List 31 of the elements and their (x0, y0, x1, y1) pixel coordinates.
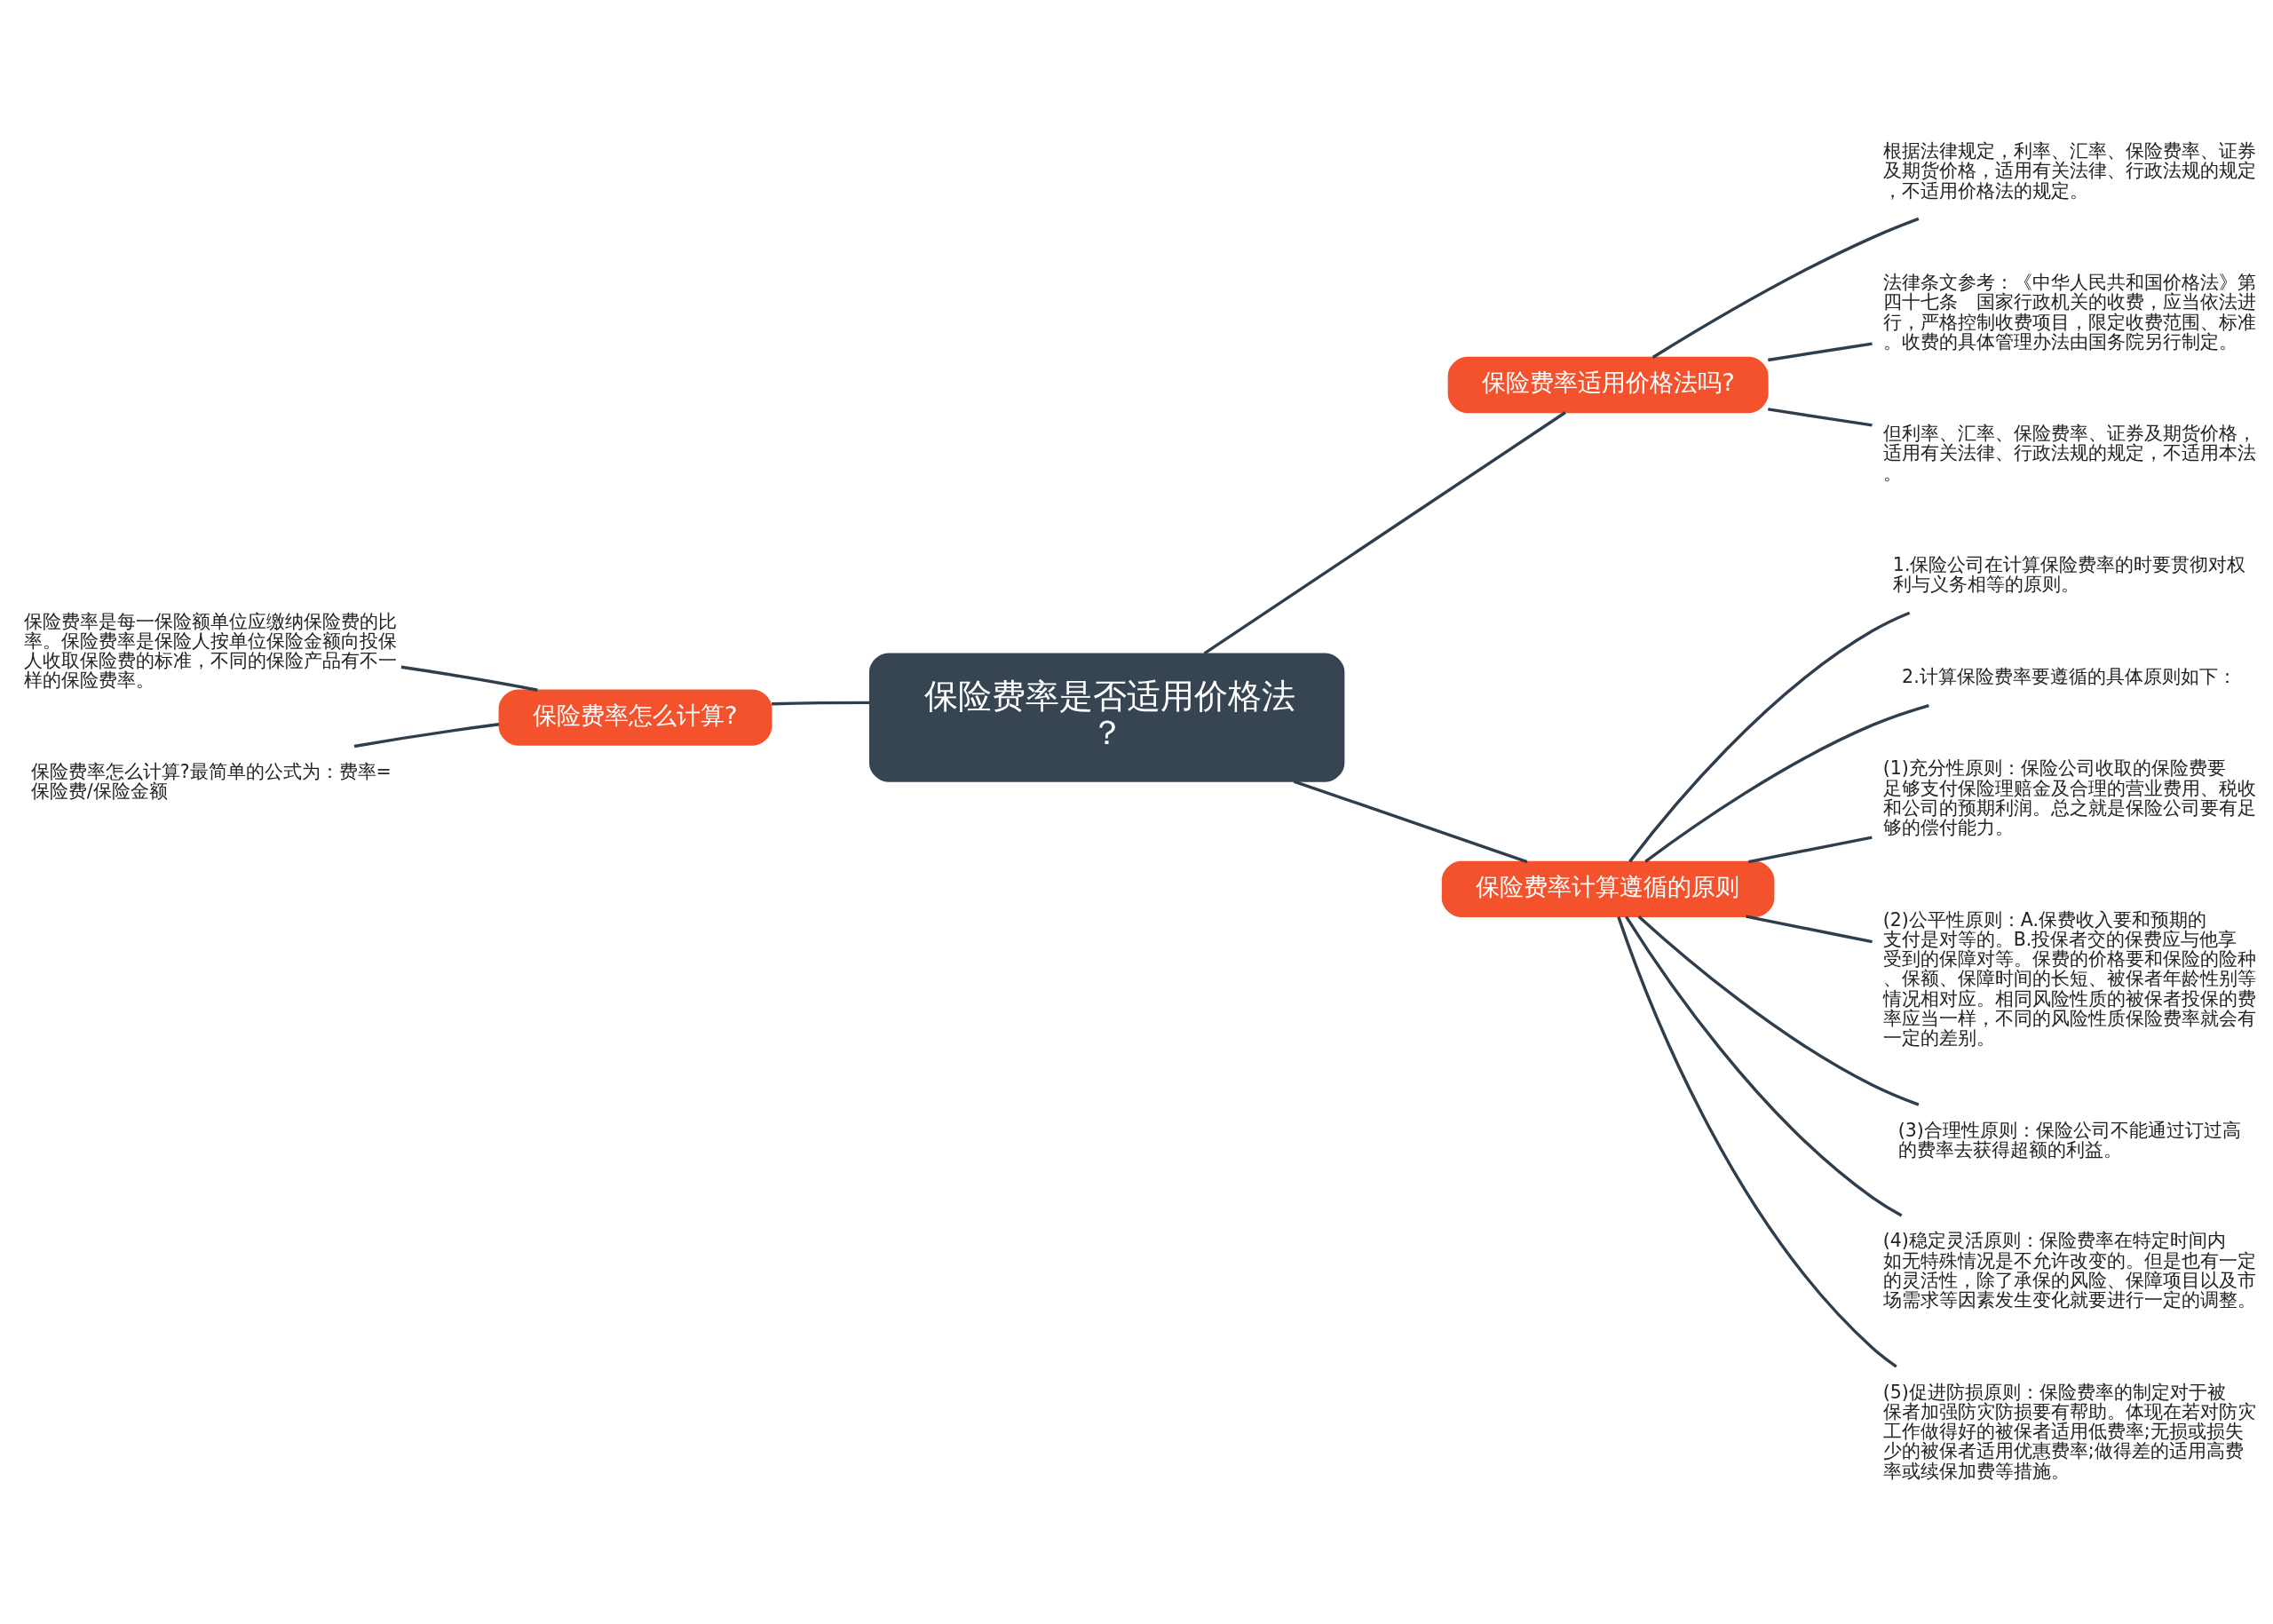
node-text: (5)促进防损原则：保险费率的制定对于被保者加强防灾防损要有帮助。体现在若对防灾工作做得好的被保者适用低费率;无损或损失少的被保者适用优惠费率;做得差的适用高费率或续保加费等措施。 (1882, 1381, 2256, 1482)
connector (1625, 915, 1903, 1217)
node-box: 保险费率是否适用价格法？ (868, 652, 1345, 782)
node-text: (4)稳定灵活原则：保险费率在特定时间内如无特殊情况是不允许改变的。但是也有一定的灵活性，除了承保的风险、保障项目以及市场需求等因素发生变化就要进行一定的调整。 (1882, 1229, 2256, 1311)
node-text: (1)充分性原则：保险公司收取的保险费要足够支付保险理赔金及合理的营业费用、税收和公司的预期利润。总之就是保险公司要有足够的偿付能力。 (1882, 757, 2256, 838)
node-text: (2)公平性原则：A.保费收入要和预期的支付是对等的。B.投保者交的保费应与他享受到的保障对等。保费的价格要和保险的险种、保额、保障时间的长短、被保者年龄性别等情况相对应。相同风险性质的被保者投保的费率应当一样，不同的风险性质保险费率就会有一定的差别。 (1882, 908, 2256, 1049)
node-box: 保险费率怎么计算? (498, 688, 772, 746)
node-text: 保险费率是每一保险额单位应缴纳保险费的比率。保险费率是保险人按单位保险金额向投保人收取保险费的标准，不同的保险产品有不一样的保险费率。 (24, 609, 398, 691)
connector (353, 722, 500, 748)
connector (400, 665, 538, 692)
node-text: 1.保险公司在计算保险费率的时要贯彻对权利与义务相等的原则。 (1892, 553, 2246, 595)
connector (1651, 217, 1920, 359)
connector (1644, 703, 1929, 863)
node-box: 保险费率适用价格法吗? (1447, 356, 1769, 413)
connector (772, 701, 870, 706)
node-text: 根据法律规定，利率、汇率、保险费率、证券及期货价格，适用有关法律、行政法规的规定，不适用价格法的规定。 (1882, 139, 2256, 202)
node-text: 保险费率怎么计算?最简单的公式为：费率=保险费/保险金额 (30, 760, 392, 802)
connector (1617, 915, 1897, 1367)
connector (1768, 407, 1873, 427)
node-text: (3)合理性原则：保险公司不能通过订过高的费率去获得超额的利益。 (1897, 1119, 2241, 1161)
node-text: 2.计算保险费率要遵循的具体原则如下： (1902, 665, 2237, 687)
node-text: 但利率、汇率、保险费率、证券及期货价格，适用有关法律、行政法规的规定，不适用本法。 (1882, 422, 2256, 484)
connector (1293, 779, 1528, 863)
connector (1628, 611, 1911, 862)
node-text: 法律条文参考：《中华人民共和国价格法》第四十七条 国家行政机关的收费，应当依法进行，严格控制收费项目，限定收费范围、标准。收费的具体管理办法由国务院另行制定。 (1882, 271, 2256, 353)
connector (1746, 915, 1873, 943)
connector (1748, 836, 1873, 863)
node-box: 保险费率计算遵循的原则 (1441, 860, 1775, 917)
connector (1637, 915, 1920, 1106)
connector (1203, 410, 1566, 654)
connector (1768, 341, 1873, 361)
